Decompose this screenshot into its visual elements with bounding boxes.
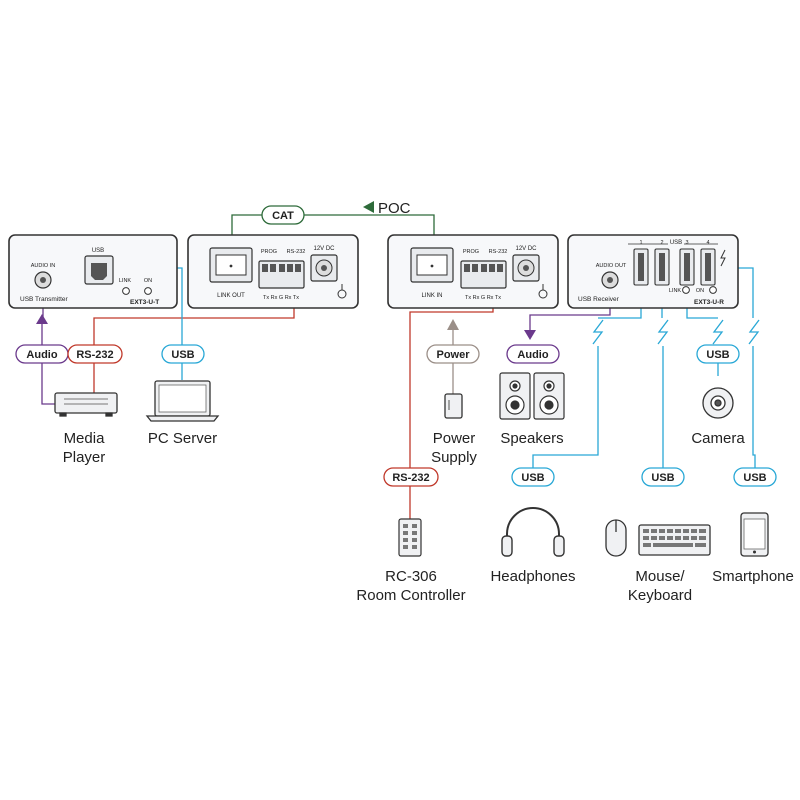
bolt-icon <box>592 319 604 345</box>
svg-text:USB: USB <box>521 472 544 484</box>
transmitter-model: EXT3-U-T <box>130 299 159 306</box>
link-led-label: LINK <box>119 278 132 284</box>
link-led-icon <box>122 287 130 295</box>
audio-in-label: AUDIO IN <box>31 263 55 269</box>
transmitter-front-panel: AUDIO IN USB LINK ON USB Transmitter EXT… <box>8 234 178 309</box>
usb-a-port-icon <box>700 248 716 286</box>
link-led-icon <box>682 286 690 294</box>
power-tag: Power <box>426 344 480 364</box>
power-supply-label: Power Supply <box>431 430 477 466</box>
prog-label: PROG <box>463 249 479 255</box>
speakers-label: Speakers <box>500 430 564 447</box>
power-supply-icon <box>444 393 463 419</box>
transmitter-rear-panel: LINK OUT PROG RS-232 Tx Rx G Rx Tx 12V D… <box>187 234 359 309</box>
usb-a-port-icon <box>654 248 670 286</box>
link-out-label: LINK OUT <box>217 293 245 299</box>
receiver-rear-panel: LINK IN PROG RS-232 Tx Rx G Rx Tx 12V DC <box>387 234 559 309</box>
link-in-label: LINK IN <box>421 293 442 299</box>
usb-hub-label: USB <box>670 240 682 246</box>
cat-tag: CAT <box>261 205 305 225</box>
usb-port-1-label: 1 <box>639 240 642 246</box>
headphones-label: Headphones <box>490 568 576 585</box>
on-led-icon <box>709 286 717 294</box>
audio-right-tag: Audio <box>506 344 560 364</box>
audio-right-arrow-icon <box>524 330 536 340</box>
svg-text:USB: USB <box>651 472 674 484</box>
poc-label: POC <box>378 200 411 217</box>
poc-arrow-icon <box>363 201 374 213</box>
usb-camera-tag: USB <box>696 344 740 364</box>
svg-text:RS-232: RS-232 <box>76 349 113 361</box>
usb-a-port-icon <box>633 248 649 286</box>
usb-keyboard-tag: USB <box>641 467 685 487</box>
link-led-label: LINK <box>669 288 682 294</box>
camera-label: Camera <box>691 430 745 447</box>
usb-keyboard-cable <box>661 285 664 468</box>
rs232-left-tag: RS-232 <box>67 344 123 364</box>
transmitter-name: USB Transmitter <box>20 296 69 303</box>
audio-left-arrow-icon <box>36 314 48 324</box>
dc-label: 12V DC <box>515 246 537 252</box>
prog-label: PROG <box>261 249 277 255</box>
speakers-icon <box>499 372 565 420</box>
pins-label: Tx Rx G Rx Tx <box>465 295 501 301</box>
on-led-label: ON <box>144 278 152 284</box>
svg-text:USB: USB <box>706 349 729 361</box>
svg-text:RS-232: RS-232 <box>392 472 429 484</box>
media-player-icon <box>54 392 118 417</box>
room-controller-label: RC-306 Room Controller <box>356 568 466 604</box>
room-controller-icon <box>398 518 422 557</box>
smartphone-icon <box>740 512 769 557</box>
pins-label: Tx Rx G Rx Tx <box>263 295 299 301</box>
dc-label: 12V DC <box>313 246 335 252</box>
headphones-icon <box>501 507 565 557</box>
rs232-port-label: RS-232 <box>287 249 306 255</box>
receiver-front-panel: AUDIO OUT USB 1 2 3 4 LINK ON USB Receiv… <box>567 234 739 309</box>
bolt-icon <box>748 319 760 345</box>
power-arrow-icon <box>447 319 459 330</box>
pc-server-icon <box>145 380 220 422</box>
svg-text:USB: USB <box>171 349 194 361</box>
usb-port-2-label: 2 <box>660 240 663 246</box>
svg-text:Power: Power <box>436 349 470 361</box>
svg-text:USB: USB <box>743 472 766 484</box>
smartphone-label: Smartphone <box>712 568 794 585</box>
camera-icon <box>702 387 734 419</box>
on-led-icon <box>144 287 152 295</box>
usb-headphones-tag: USB <box>511 467 555 487</box>
bolt-icon <box>712 319 724 345</box>
svg-text:Audio: Audio <box>26 349 57 361</box>
svg-text:CAT: CAT <box>272 210 294 222</box>
audio-left-tag: Audio <box>15 344 69 364</box>
rs232-port-label: RS-232 <box>489 249 508 255</box>
usb-smartphone-tag: USB <box>733 467 777 487</box>
charge-bolt-icon <box>720 249 726 267</box>
rs232-bottom-tag: RS-232 <box>383 467 439 487</box>
usb-port-label: USB <box>92 248 104 254</box>
keyboard-icon <box>638 524 711 556</box>
usb-a-port-icon <box>679 248 695 286</box>
bolt-icon <box>657 319 669 345</box>
usb-port-3-label: 3 <box>685 240 688 246</box>
mouse-icon <box>605 519 627 557</box>
usb-port-4-label: 4 <box>706 240 709 246</box>
receiver-name: USB Receiver <box>578 296 620 303</box>
media-player-label: Media Player <box>62 430 106 466</box>
audio-out-label: AUDIO OUT <box>596 263 627 269</box>
pc-server-label: PC Server <box>147 430 218 447</box>
svg-text:Audio: Audio <box>517 349 548 361</box>
mouse-keyboard-label: Mouse/ Keyboard <box>627 568 693 604</box>
receiver-model: EXT3-U-R <box>694 299 724 306</box>
on-led-label: ON <box>696 288 704 294</box>
usb-left-tag: USB <box>161 344 205 364</box>
